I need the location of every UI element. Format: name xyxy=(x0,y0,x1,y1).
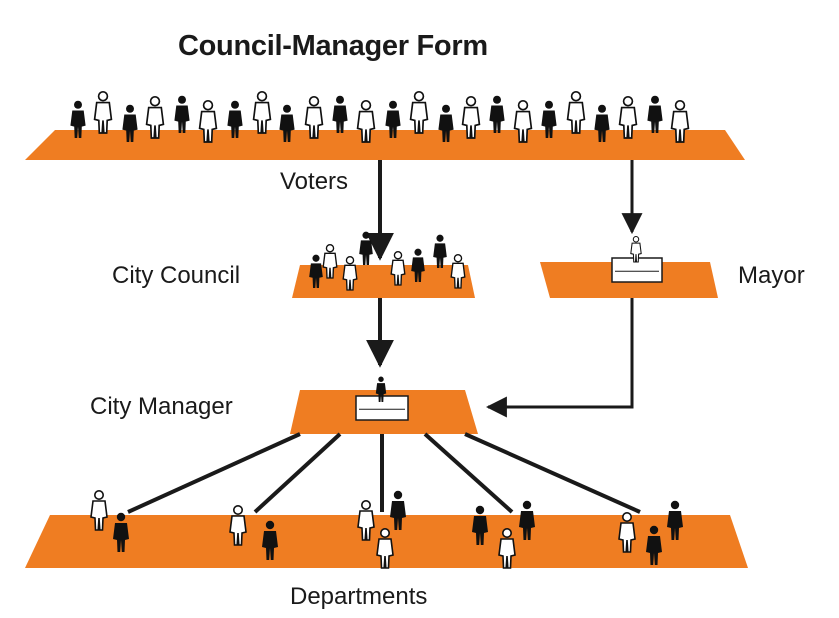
council-member-figure xyxy=(309,254,323,288)
department-staff-figure xyxy=(667,500,683,540)
manager-to-department-line-2 xyxy=(253,432,342,514)
voter-figure xyxy=(356,100,376,143)
voter-figure xyxy=(489,95,505,133)
mayor-figure xyxy=(630,235,642,263)
council-member-figure xyxy=(450,253,466,289)
voter-figure xyxy=(304,96,324,139)
council-member-figure xyxy=(433,234,447,268)
department-staff-figure xyxy=(229,504,247,546)
council-member-figure xyxy=(411,248,425,282)
city-manager-label: City Manager xyxy=(90,393,233,420)
city-council-label: City Council xyxy=(112,262,241,289)
voter-figure xyxy=(647,95,663,133)
voter-figure xyxy=(670,100,690,143)
department-staff-figure xyxy=(519,500,535,540)
voter-figure xyxy=(252,91,272,134)
manager-to-department-line-1 xyxy=(127,432,301,514)
voter-figure xyxy=(198,100,218,143)
department-staff-figure xyxy=(498,527,516,569)
voter-figure xyxy=(541,100,557,138)
department-staff-figure xyxy=(618,511,636,553)
department-staff-figure xyxy=(262,520,278,560)
voter-figure xyxy=(409,91,429,134)
mayor-label: Mayor xyxy=(738,262,805,289)
council-member-figure xyxy=(322,243,338,279)
voter-figure xyxy=(594,104,610,142)
diagram-title: Council-Manager Form xyxy=(178,30,488,62)
department-staff-figure xyxy=(113,512,129,552)
mayor-to-manager-arrow xyxy=(485,298,634,418)
voter-figure xyxy=(385,100,401,138)
council-member-figure xyxy=(359,231,373,265)
manager-to-department-line-5 xyxy=(464,432,641,514)
voter-figure xyxy=(513,100,533,143)
council-member-figure xyxy=(390,250,406,286)
voter-figure xyxy=(332,95,348,133)
department-staff-figure xyxy=(646,525,662,565)
voter-figure xyxy=(618,96,638,139)
voter-figure xyxy=(461,96,481,139)
voter-figure xyxy=(70,100,86,138)
manager-to-department-line-4 xyxy=(423,432,514,514)
department-staff-figure xyxy=(90,489,108,531)
departments-label: Departments xyxy=(290,583,428,610)
department-staff-figure xyxy=(472,505,488,545)
voter-figure xyxy=(122,104,138,142)
voter-figure xyxy=(174,95,190,133)
voter-figure xyxy=(438,104,454,142)
city-council-platform xyxy=(292,265,475,298)
department-staff-figure xyxy=(390,490,406,530)
voter-figure xyxy=(566,91,586,134)
voter-figure xyxy=(93,91,113,134)
voter-figure xyxy=(145,96,165,139)
council-member-figure xyxy=(342,255,358,291)
voter-figure xyxy=(227,100,243,138)
department-staff-figure xyxy=(357,499,375,541)
voters-label: Voters xyxy=(280,168,349,195)
voter-figure xyxy=(279,104,295,142)
department-staff-figure xyxy=(376,527,394,569)
city-manager-figure xyxy=(375,376,387,402)
